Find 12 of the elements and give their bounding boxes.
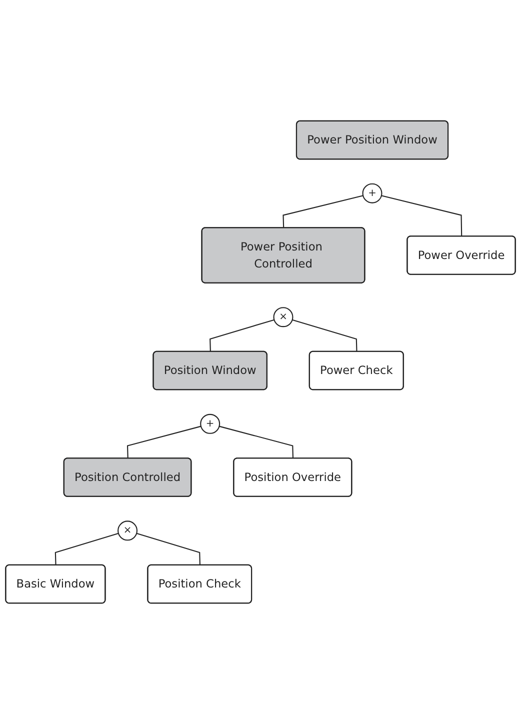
node-circle: + <box>362 183 382 204</box>
connector <box>292 319 358 352</box>
connector <box>210 319 274 352</box>
connector <box>282 195 364 228</box>
connector <box>54 532 119 566</box>
node-circle: × <box>273 307 294 328</box>
connector <box>219 426 294 458</box>
connector <box>136 532 200 566</box>
connector <box>381 195 462 236</box>
node-circle: + <box>200 414 220 434</box>
node-circle: × <box>118 520 138 541</box>
connector <box>126 426 202 458</box>
